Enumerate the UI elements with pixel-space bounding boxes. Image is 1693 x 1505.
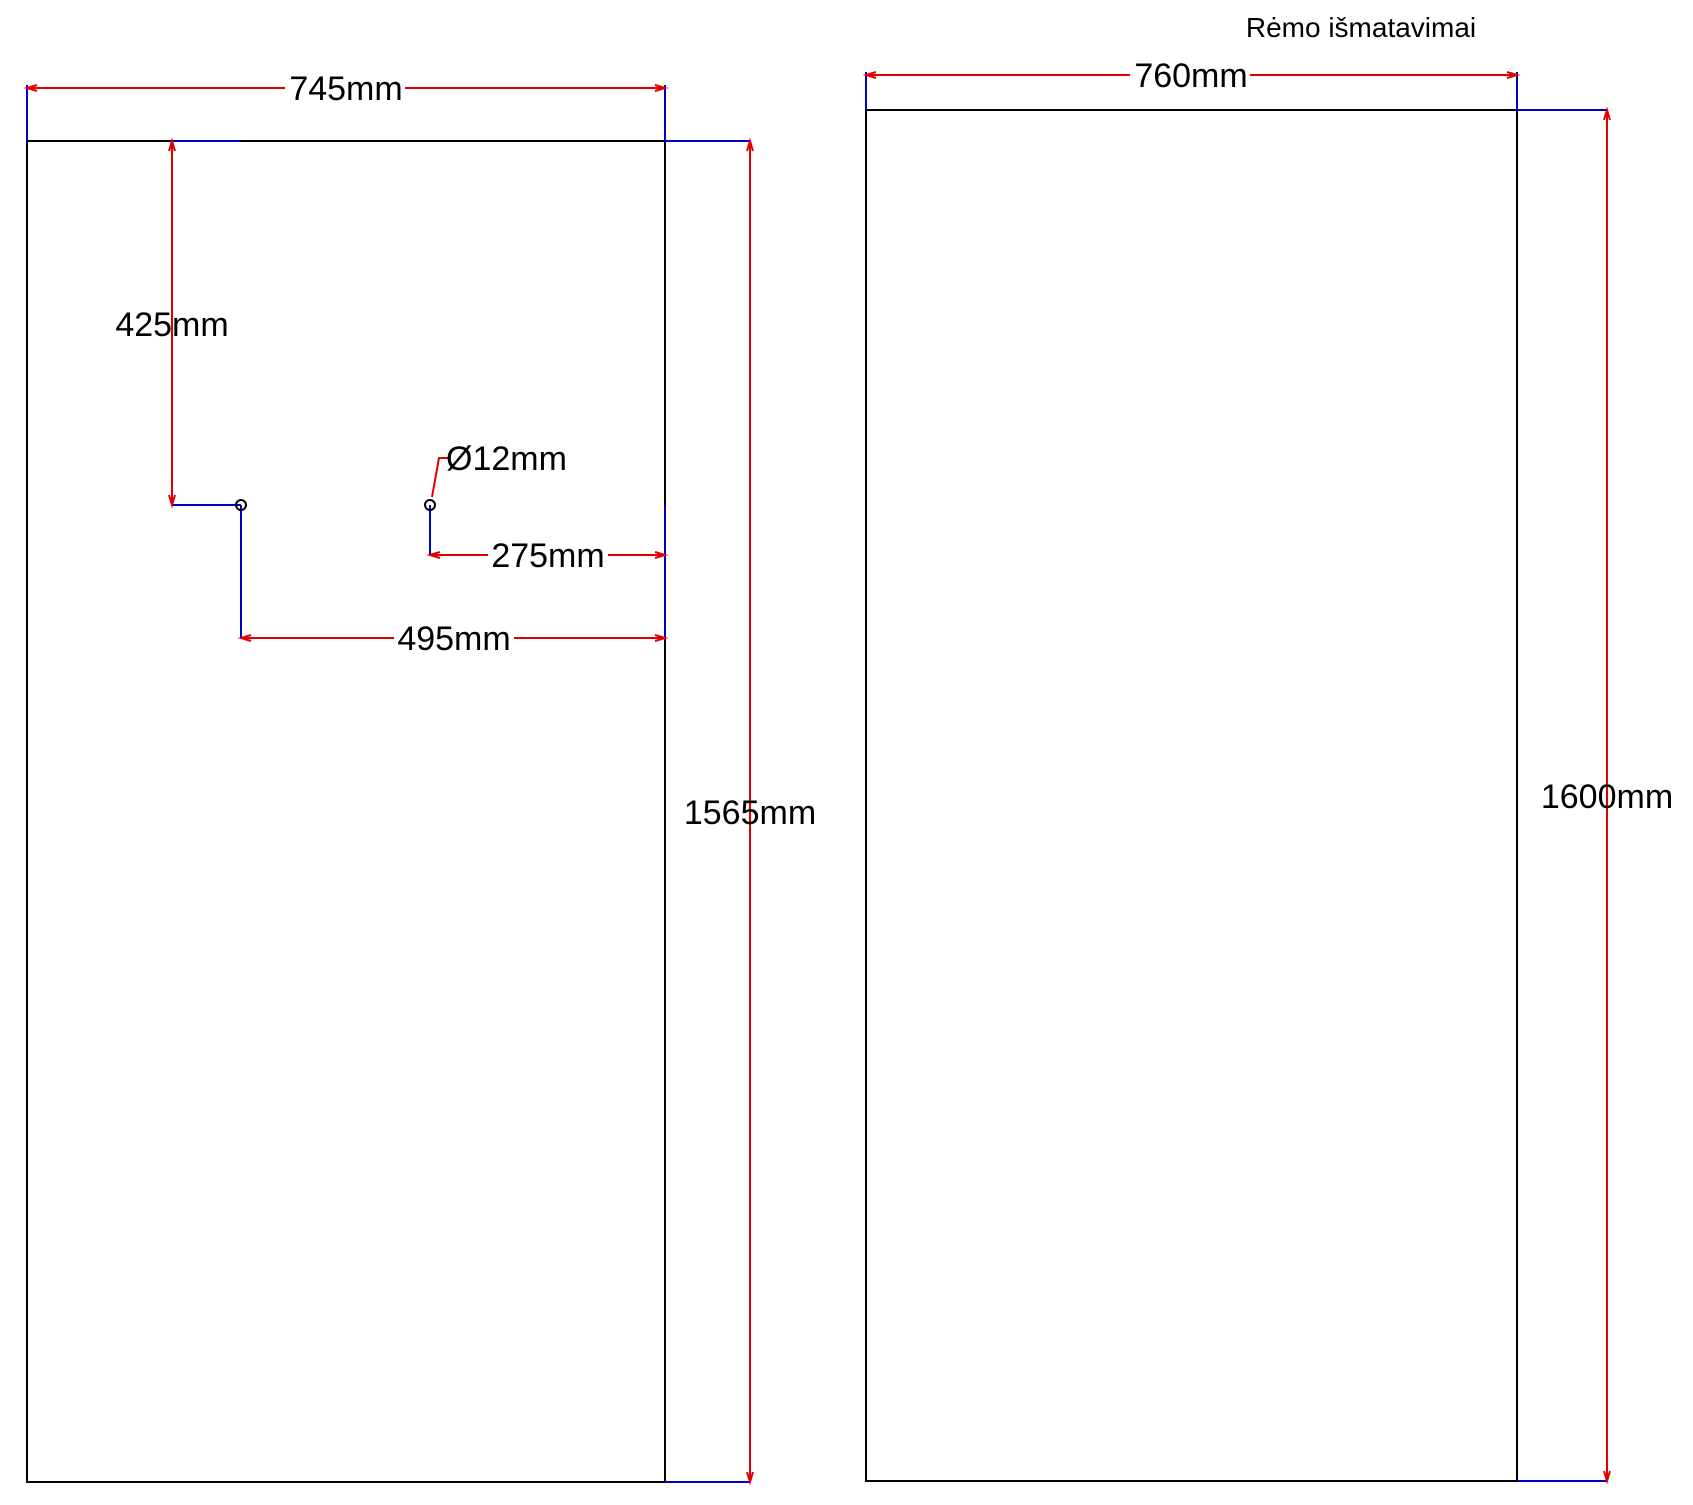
left-width-dimension <box>23 84 669 92</box>
hole-right-offset-dimension <box>426 551 669 559</box>
drawing-title: Rėmo išmatavimai <box>1246 12 1476 43</box>
left-height-label: 1565mm <box>684 794 816 832</box>
hole-diameter-leader <box>431 457 449 498</box>
right-panel-outline <box>865 109 1518 1482</box>
right-width-label: 760mm <box>1134 57 1247 95</box>
hole-right-offset-label: 275mm <box>491 537 604 575</box>
hole-top-offset-label: 425mm <box>115 306 228 344</box>
right-hole-marker <box>424 499 436 511</box>
hole-top-offset-dimension <box>168 137 176 509</box>
left-hole-marker <box>235 499 247 511</box>
hole-left-from-right-dimension <box>237 634 669 642</box>
hole-diameter-label: Ø12mm <box>446 440 567 478</box>
right-panel: Rėmo išmatavimai 760mm 1600mm <box>862 12 1673 1485</box>
left-panel-outline <box>26 140 666 1483</box>
left-panel: 745mm 1565mm 425mm Ø12mm 27 <box>23 70 816 1486</box>
right-height-dimension <box>1603 106 1611 1485</box>
left-extension-lines <box>26 85 750 1483</box>
right-width-dimension <box>862 71 1521 79</box>
right-height-label: 1600mm <box>1541 778 1673 816</box>
left-width-label: 745mm <box>289 70 402 108</box>
hole-left-from-right-label: 495mm <box>397 620 510 658</box>
right-extension-lines <box>865 72 1607 1482</box>
left-height-dimension <box>746 137 754 1486</box>
